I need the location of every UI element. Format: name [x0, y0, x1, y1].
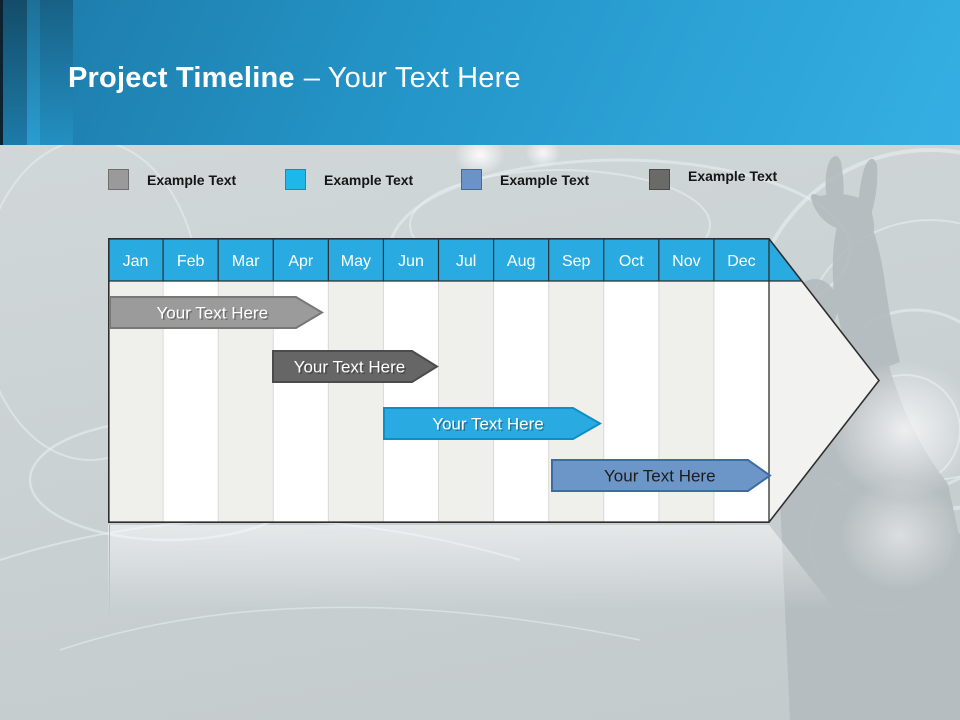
header-accent-stripe [27, 0, 40, 145]
month-header-oct: Oct [619, 253, 644, 270]
month-header-may: May [341, 253, 371, 270]
month-header-jun: Jun [398, 253, 424, 270]
month-header-nov: Nov [672, 253, 700, 270]
title-bar: Project Timeline– Your Text Here [0, 0, 960, 145]
legend-label: Example Text [324, 172, 414, 188]
svg-text:Your Text Here: Your Text Here [295, 359, 407, 378]
legend-swatch [108, 169, 129, 190]
month-header-feb: Feb [177, 253, 205, 270]
month-column-jul [438, 281, 494, 523]
header-accent-stripe [40, 0, 73, 145]
header-accent-stripe [0, 0, 3, 145]
month-column-aug [493, 281, 549, 523]
page-title: Project Timeline– Your Text Here [68, 62, 521, 95]
task-arrow-label: Your Text Here [294, 358, 406, 377]
task-arrow-4: Your Text Here [551, 459, 772, 492]
table-reflection-edge [109, 525, 110, 620]
task-arrow-label: Your Text Here [432, 415, 544, 434]
task-arrow-label: Your Text Here [157, 304, 269, 323]
month-header-dec: Dec [727, 253, 755, 270]
month-header-jul: Jul [456, 253, 476, 270]
legend-swatch [461, 169, 482, 190]
legend-label: Example Text [500, 172, 590, 188]
month-header-jan: Jan [123, 253, 149, 270]
header-accent-stripe [3, 0, 27, 145]
page-title-bold: Project Timeline [68, 62, 295, 94]
month-header-sep: Sep [562, 253, 591, 270]
month-header-mar: Mar [232, 253, 260, 270]
month-column-jun [383, 281, 439, 523]
month-band-gridlines [108, 238, 803, 523]
arrow-outline [108, 238, 881, 524]
month-labels: Jan Feb Mar Apr May Jun Jul Aug Sep Oct Nov Dec [123, 253, 756, 270]
legend-swatch [649, 169, 670, 190]
legend-label: Example Text [147, 172, 237, 188]
svg-text:Your Text Here: Your Text Here [158, 305, 270, 324]
page-title-placeholder: – Your Text Here [303, 62, 521, 94]
legend-swatch [285, 169, 306, 190]
month-header-apr: Apr [288, 253, 314, 270]
svg-text:Your Text Here: Your Text Here [434, 416, 546, 435]
month-column-may [328, 281, 384, 523]
table-reflection [108, 525, 847, 625]
task-arrow-label: Your Text Here [604, 467, 716, 486]
month-header-aug: Aug [507, 253, 535, 270]
legend-label: Example Text [688, 168, 778, 184]
